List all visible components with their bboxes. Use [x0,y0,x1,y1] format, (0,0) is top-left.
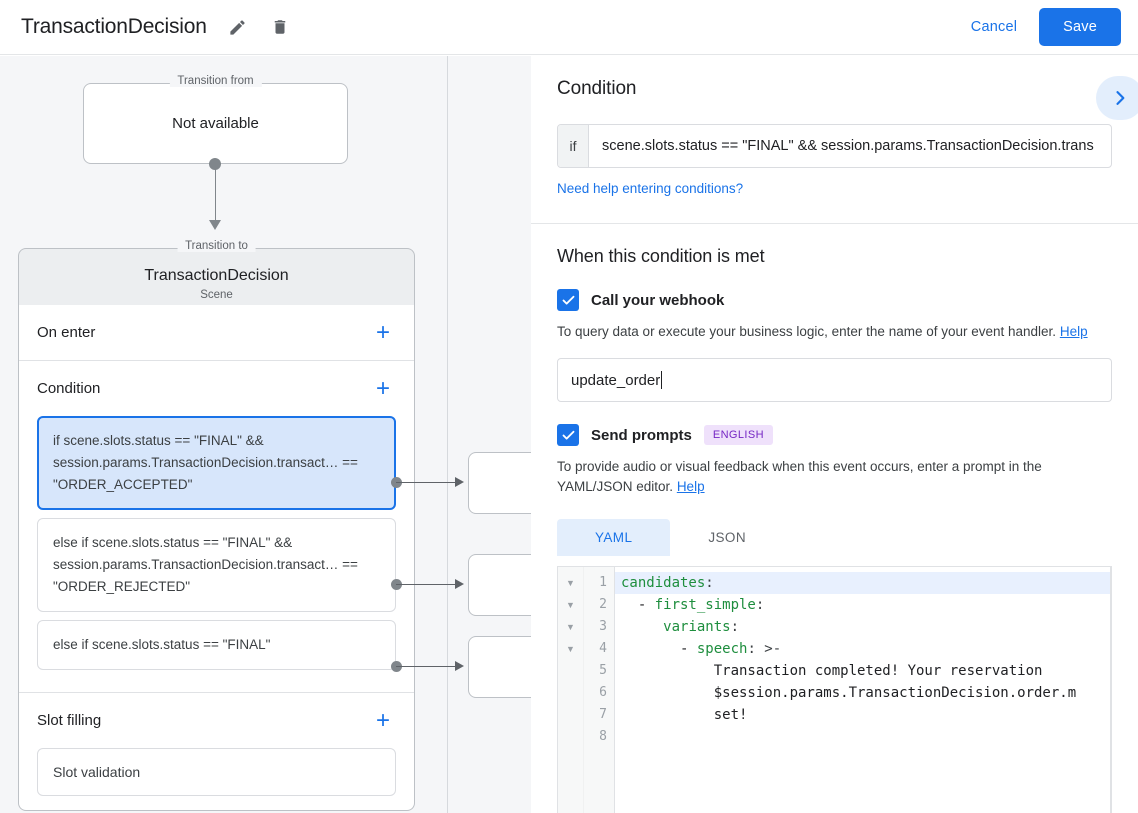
send-prompts-checkbox[interactable] [557,424,579,446]
line-number: 8 [599,729,607,744]
editor-line-numbers: 1 2 3 4 5 6 7 8 [584,567,615,813]
language-badge: ENGLISH [703,425,773,445]
fold-arrow-icon[interactable]: ▼ [566,600,575,610]
connector-line [215,164,216,226]
fold-arrow-icon[interactable]: ▼ [566,644,575,654]
text-caret [661,371,663,389]
edge-arrow-icon [455,477,464,487]
scene-card: On enter + Condition + if scene.slots.st… [18,305,415,811]
section-title-on-enter: On enter [37,324,96,341]
top-app-bar: TransactionDecision Cancel Save [0,0,1138,55]
webhook-handler-input[interactable]: update_order [557,358,1112,402]
code-line: set! [621,707,748,723]
scene-graph-canvas[interactable]: Not available Transition from Transactio… [0,56,531,813]
chevron-right-icon[interactable] [1096,76,1138,120]
line-number: 2 [599,597,607,612]
panel-when-met-section: When this condition is met Call your web… [531,224,1138,813]
condition-item-0[interactable]: if scene.slots.status == "FINAL" && sess… [37,416,396,510]
send-prompts-row: Send prompts ENGLISH [557,424,1112,446]
target-node-1[interactable] [468,554,531,616]
section-title-slot-filling: Slot filling [37,712,102,729]
condition-expression-input[interactable]: scene.slots.status == "FINAL" && session… [602,138,1094,154]
code-line: variants: [663,619,740,635]
editor-fold-column: ▼ ▼ ▼ ▼ [558,567,584,813]
code-line: $session.params.TransactionDecision.orde… [621,685,1077,701]
canvas-guide-line [447,56,448,813]
topbar-actions: Cancel Save [957,8,1121,46]
transition-from-value: Not available [172,115,259,132]
section-slot-filling: Slot filling + Slot validation [19,693,414,796]
edge-arrow-icon [455,661,464,671]
transition-from-node[interactable]: Not available Transition from [83,75,348,164]
edge-arrow-icon [455,579,464,589]
transition-to-title: TransactionDecision [144,267,289,284]
condition-item-2[interactable]: else if scene.slots.status == "FINAL" [37,620,396,670]
transition-to-legend: Transition to [177,240,256,252]
edge-line [396,666,460,667]
code-line [615,726,1110,748]
condition-help-link[interactable]: Need help entering conditions? [557,181,744,196]
line-number: 7 [599,707,607,722]
add-condition-button[interactable]: + [375,374,390,402]
code-line: - first_simple: [621,597,765,613]
add-slot-filling-button[interactable]: + [375,706,390,734]
slot-validation-item[interactable]: Slot validation [37,748,396,796]
condition-list: if scene.slots.status == "FINAL" && sess… [37,416,396,692]
call-webhook-label: Call your webhook [591,291,725,309]
code-line: Transaction completed! Your reservation [621,663,1043,679]
edge-line [396,584,460,585]
panel-title: Condition [557,78,637,99]
transition-from-legend: Transition from [169,75,262,87]
section-condition: Condition + if scene.slots.status == "FI… [19,361,414,693]
call-webhook-checkbox[interactable] [557,289,579,311]
line-number: 3 [599,619,607,634]
when-condition-met-title: When this condition is met [557,246,765,266]
code-line: - speech: >- [621,641,782,657]
line-number: 4 [599,641,607,656]
add-on-enter-button[interactable]: + [375,318,390,346]
condition-if-label: if [558,125,589,167]
editor-code-body[interactable]: candidates: - first_simple: variants: - … [615,567,1110,813]
connector-arrow-icon [209,220,221,230]
tab-json[interactable]: JSON [708,530,746,545]
fold-arrow-icon[interactable]: ▼ [566,622,575,632]
fold-arrow-icon[interactable]: ▼ [566,578,575,588]
line-number: 1 [599,575,607,590]
panel-condition-section: Condition if scene.slots.status == "FINA… [531,56,1138,198]
pencil-icon[interactable] [223,12,253,42]
condition-item-1[interactable]: else if scene.slots.status == "FINAL" &&… [37,518,396,612]
condition-details-panel: Condition if scene.slots.status == "FINA… [531,56,1138,813]
page-title: TransactionDecision [21,15,207,38]
webhook-description-text: To query data or execute your business l… [557,324,1057,339]
call-webhook-description: To query data or execute your business l… [557,322,1109,342]
send-prompts-description: To provide audio or visual feedback when… [557,457,1109,497]
section-on-enter: On enter + [19,305,414,361]
webhook-help-link[interactable]: Help [1059,324,1088,339]
prompts-description-text: To provide audio or visual feedback when… [557,459,1042,494]
target-node-0[interactable] [468,452,531,514]
line-number: 6 [599,685,607,700]
save-button[interactable]: Save [1039,8,1121,46]
prompts-help-link[interactable]: Help [676,479,705,494]
code-line: candidates: [615,572,1110,594]
tab-yaml[interactable]: YAML [557,519,671,556]
panel-divider [531,223,1138,224]
condition-input-row[interactable]: if scene.slots.status == "FINAL" && sess… [557,124,1112,168]
target-node-2[interactable] [468,636,531,698]
edge-line [396,482,460,483]
transition-to-subtitle: Scene [200,289,233,301]
send-prompts-label: Send prompts [591,426,692,444]
call-webhook-row: Call your webhook [557,289,1112,311]
section-title-condition: Condition [37,380,101,397]
editor-format-tabs: YAML JSON [557,519,1112,556]
cancel-button[interactable]: Cancel [957,9,1031,45]
editor-scrollbar[interactable] [1110,567,1111,813]
webhook-handler-value: update_order [571,371,661,389]
yaml-code-editor[interactable]: ▼ ▼ ▼ ▼ 1 2 3 4 5 6 7 8 candidates: - fi… [557,566,1112,813]
trash-icon[interactable] [265,12,295,42]
line-number: 5 [599,663,607,678]
transition-to-node[interactable]: TransactionDecision Scene Transition to [18,240,415,315]
